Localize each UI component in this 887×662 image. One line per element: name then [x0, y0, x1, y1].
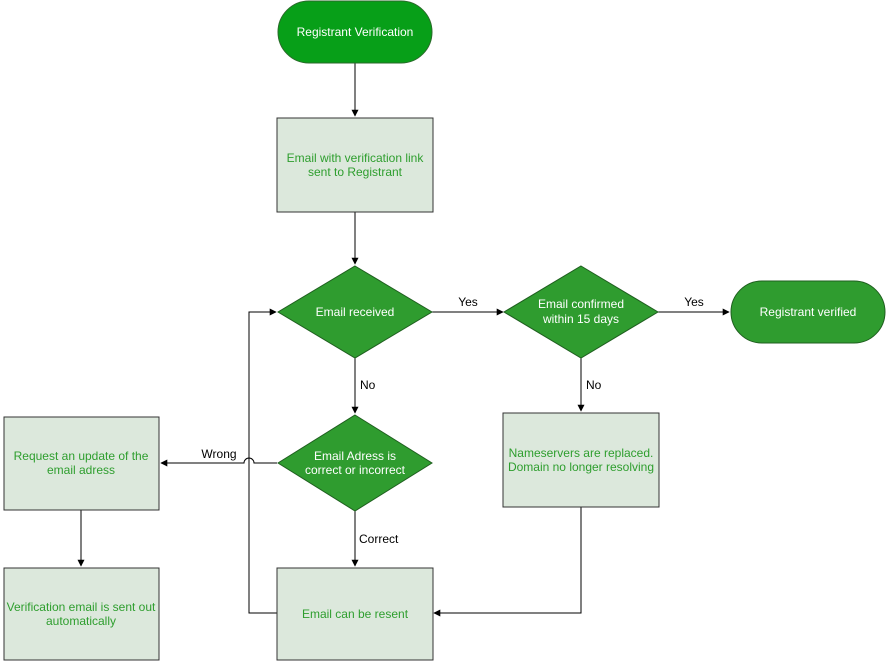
node-nameservers-replaced: Nameservers are replaced. Domain no long…: [502, 412, 660, 508]
node-email-resent: Email can be resent: [276, 567, 434, 661]
node-email-resent-label: Email can be resent: [302, 607, 409, 621]
node-email-confirmed: Email confirmed within 15 days: [503, 265, 659, 359]
node-start: Registrant Verification: [277, 0, 433, 64]
node-request-update-line-2: email adress: [47, 463, 115, 477]
terminal-shape: [730, 280, 886, 344]
decision-shape: [277, 414, 433, 512]
decision-shape: [277, 265, 433, 359]
process-shape: [3, 416, 160, 511]
node-registrant-verified-label: Registrant verified: [760, 305, 857, 319]
edge-label-confirmed-no: No: [586, 378, 602, 392]
terminal-shape: [277, 0, 433, 64]
edge-nameservers-to-resent: [433, 507, 582, 617]
edge-resent-loop-to-received: [248, 308, 277, 614]
edge-label-address-correct: Correct: [359, 532, 399, 546]
connectors: [77, 63, 730, 617]
node-request-update: Request an update of the email adress: [3, 416, 160, 511]
node-address-check-line-1: Email Adress is: [314, 449, 396, 463]
process-shape: [3, 567, 160, 661]
node-registrant-verified: Registrant verified: [730, 280, 886, 344]
edge-label-confirmed-yes: Yes: [684, 295, 704, 309]
decision-shape: [503, 265, 659, 359]
edge-label-received-yes: Yes: [458, 295, 478, 309]
process-shape: [276, 567, 434, 661]
node-email-confirmed-line-1: Email confirmed: [538, 297, 624, 311]
node-nameservers-replaced-line-2: Domain no longer resolving: [508, 460, 654, 474]
node-email-confirmed-line-2: within 15 days: [542, 312, 619, 326]
edge-labels: Yes Yes No No Wrong Correct: [201, 295, 703, 546]
node-auto-resend: Verification email is sent out automatic…: [3, 567, 160, 661]
node-request-update-line-1: Request an update of the: [14, 449, 149, 463]
node-send-email-line-2: sent to Registrant: [308, 165, 403, 179]
node-nameservers-replaced-line-1: Nameservers are replaced.: [509, 446, 654, 460]
process-shape: [502, 412, 660, 508]
node-start-label: Registrant Verification: [297, 25, 414, 39]
node-address-check-line-2: correct or incorrect: [305, 463, 406, 477]
node-email-received-label: Email received: [316, 305, 395, 319]
edge-label-received-no: No: [360, 378, 376, 392]
edge-label-address-wrong: Wrong: [201, 447, 236, 461]
node-email-received: Email received: [277, 265, 433, 359]
node-auto-resend-line-2: automatically: [46, 614, 116, 628]
node-send-email-line-1: Email with verification link: [287, 151, 425, 165]
node-address-check: Email Adress is correct or incorrect: [277, 414, 433, 512]
node-send-email: Email with verification link sent to Reg…: [276, 117, 434, 213]
node-auto-resend-line-1: Verification email is sent out: [7, 600, 156, 614]
process-shape: [276, 117, 434, 213]
